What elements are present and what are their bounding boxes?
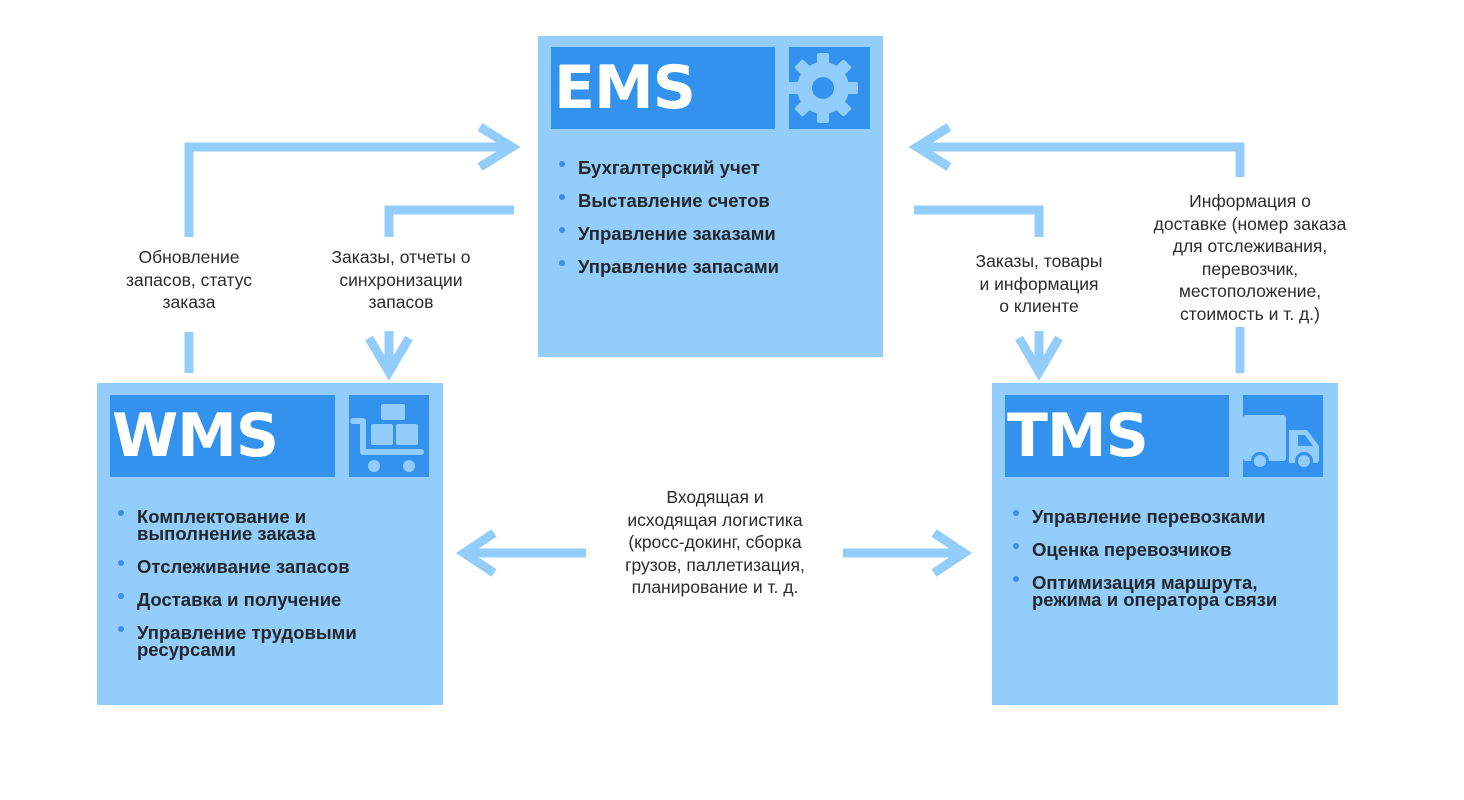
flow-label-ems-to-wms: Заказы, отчеты о синхронизации запасов [331, 247, 471, 312]
flow-label-ems-to-tms: Заказы, товары и информация о клиенте [975, 251, 1103, 316]
bullet-icon [118, 510, 124, 516]
tms-title: TMS [1007, 401, 1149, 471]
tms-title-bar: TMS [1005, 395, 1229, 477]
bullet-icon [559, 194, 565, 200]
bullet-icon [559, 260, 565, 266]
gear-icon [789, 53, 858, 123]
arrow-tms-to-ems [908, 123, 1245, 373]
bullet-icon [559, 227, 565, 233]
bullet-icon [1013, 510, 1019, 516]
bullet-icon [118, 626, 124, 632]
tms-feature: Оптимизация маршрута,режима и оператора … [1011, 573, 1277, 609]
ems-feature-list: Бухгалтерский учет Выставление счетов Уп… [557, 158, 779, 291]
bullet-icon [559, 161, 565, 167]
flow-label-wms-to-ems: Обновление запасов, статус заказа [125, 247, 253, 312]
ems-feature: Бухгалтерский учет [557, 158, 779, 177]
tms-feature: Управление перевозками [1011, 507, 1277, 526]
arrow-wms-to-ems [184, 123, 521, 373]
ems-feature: Выставление счетов [557, 191, 779, 210]
bullet-icon [118, 560, 124, 566]
bullet-icon [1013, 576, 1019, 582]
ems-title: EMS [554, 53, 696, 123]
bullet-icon [118, 593, 124, 599]
warehouse-cart-icon [350, 404, 424, 472]
truck-icon [1243, 415, 1319, 470]
ems-icon-box [789, 47, 870, 129]
ems-feature: Управление заказами [557, 224, 779, 243]
arrow-ems-to-wms [365, 205, 514, 381]
tms-box: TMS Управление перевозками Оценка перево… [992, 383, 1338, 705]
wms-feature: Доставка и получение [116, 590, 357, 609]
flow-label-tms-to-ems: Информация о доставке (номер заказа для … [1153, 191, 1347, 324]
tms-feature-list: Управление перевозками Оценка перевозчик… [1011, 507, 1277, 624]
bullet-icon [1013, 543, 1019, 549]
wms-title-bar: WMS [110, 395, 335, 477]
flow-label-wms-tms: Входящая и исходящая логистика (кросс-до… [625, 487, 805, 597]
tms-icon-box [1243, 395, 1323, 477]
ems-title-bar: EMS [551, 47, 775, 129]
tms-feature: Оценка перевозчиков [1011, 540, 1277, 559]
ems-feature: Управление запасами [557, 257, 779, 276]
arrow-to-tms [843, 529, 973, 577]
wms-icon-box [349, 395, 429, 477]
arrow-ems-to-tms [914, 205, 1063, 381]
arrow-to-wms [455, 529, 586, 577]
wms-feature: Отслеживание запасов [116, 557, 357, 576]
ems-box: EMS Бухгалтерский учет Выставлен [538, 36, 883, 357]
wms-title: WMS [112, 401, 279, 471]
